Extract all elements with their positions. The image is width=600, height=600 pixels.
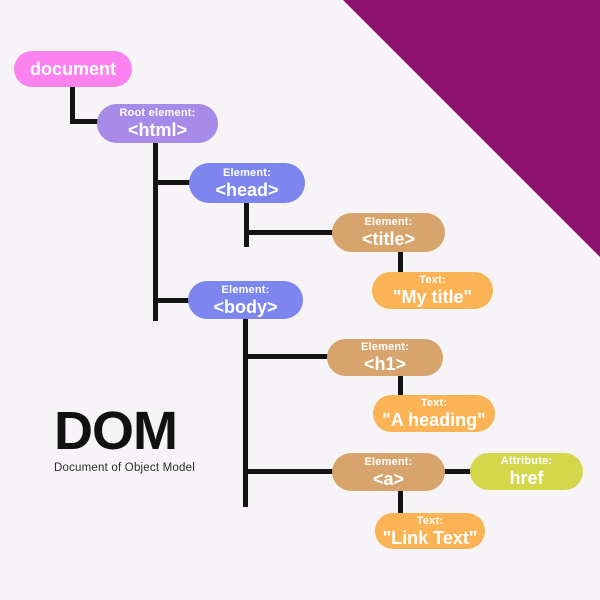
connector-a-linktext	[398, 489, 403, 517]
node-type-label: Text:	[420, 397, 448, 409]
connector-body-h1	[243, 354, 331, 359]
node-body: Element: <body>	[188, 281, 303, 319]
node-type-label: Root element:	[119, 107, 196, 119]
connector-title-mytitle	[398, 250, 403, 276]
node-label: href	[509, 468, 544, 488]
node-type-label: Attribute:	[500, 455, 553, 467]
node-label: <html>	[127, 120, 188, 140]
node-type-label: Element:	[364, 455, 413, 468]
node-my-title: Text: "My title"	[372, 272, 493, 309]
node-label: <a>	[372, 468, 405, 489]
node-document: document	[14, 51, 132, 87]
node-a: Element: <a>	[332, 453, 445, 491]
node-label: "A heading"	[382, 410, 486, 430]
node-label: "Link Text"	[382, 527, 478, 548]
node-type-label: Element:	[364, 216, 413, 228]
dom-logo-title: DOM	[54, 401, 178, 461]
node-href: Attribute: href	[470, 453, 583, 490]
connector-body-a	[243, 469, 336, 474]
node-type-label: Element:	[360, 341, 410, 353]
node-title: Element: <title>	[332, 213, 445, 252]
connector-head-trunk	[244, 201, 249, 247]
node-type-label: Text:	[416, 514, 444, 527]
connector-html-trunk	[153, 141, 158, 321]
connector-h1-aheading	[398, 373, 403, 399]
connector-a-href	[442, 469, 474, 474]
node-type-label: Text:	[419, 274, 446, 286]
node-type-label: Element:	[222, 166, 272, 179]
node-type-label: Element:	[221, 283, 270, 296]
node-label: <title>	[361, 229, 416, 249]
node-link-text: Text: "Link Text"	[375, 513, 485, 549]
connector-head-title	[244, 230, 336, 235]
connector-html-body	[153, 298, 192, 303]
node-label: <body>	[213, 296, 278, 317]
node-label: <h1>	[363, 354, 407, 374]
connector-document-html	[70, 119, 102, 124]
dom-logo-subtitle: Document of Object Model	[54, 462, 195, 474]
node-label: document	[29, 59, 116, 79]
connector-body-trunk	[243, 316, 248, 507]
node-label: <head>	[215, 179, 279, 200]
node-html: Root element: <html>	[97, 104, 218, 143]
connector-document-vertical	[70, 85, 75, 124]
node-a-heading: Text: "A heading"	[373, 395, 495, 432]
connector-html-head	[153, 180, 193, 185]
node-h1: Element: <h1>	[327, 339, 443, 376]
dom-logo: DOM Document of Object Model	[54, 404, 195, 475]
node-label: "My title"	[392, 287, 473, 307]
node-head: Element: <head>	[189, 163, 305, 203]
